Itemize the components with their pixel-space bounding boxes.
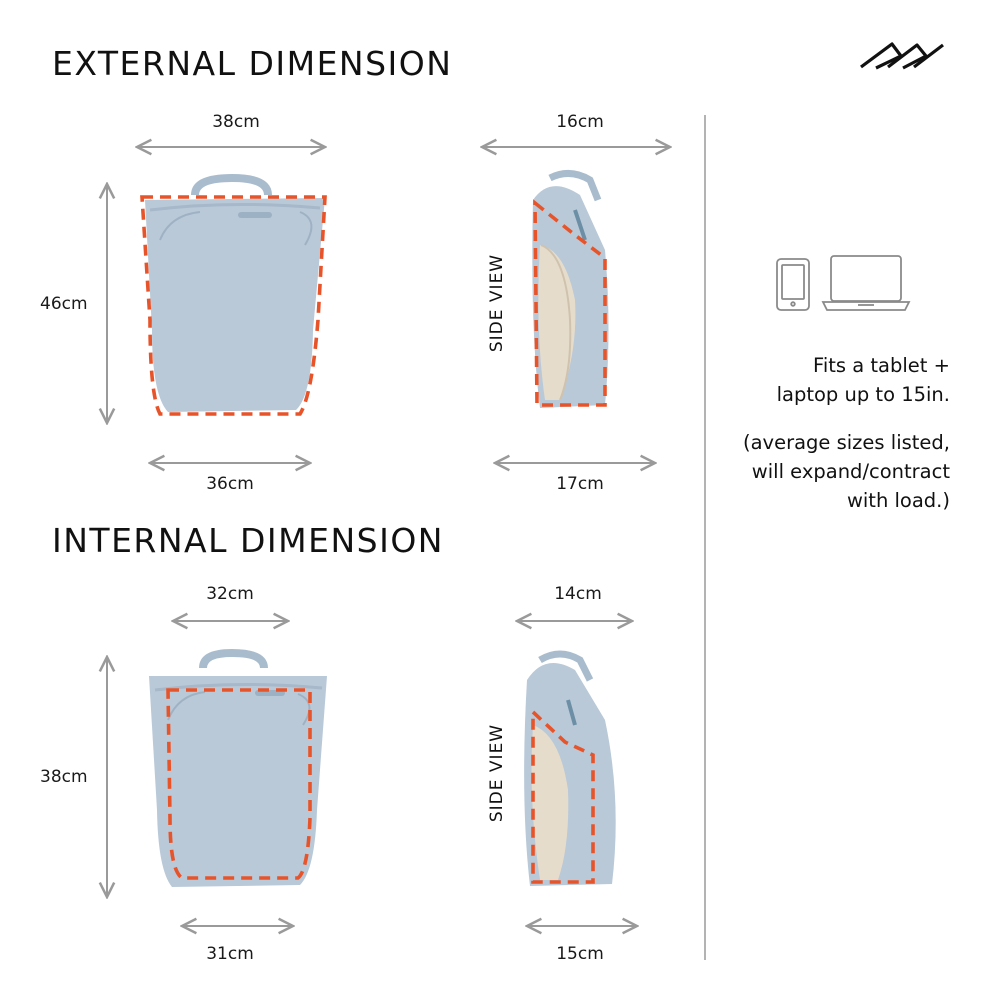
backpack-side-image-internal (524, 650, 616, 886)
external-front-bottom-width: 36cm (206, 474, 254, 494)
note-line-1: (average sizes listed, (742, 431, 950, 454)
backpack-front-image (145, 173, 325, 412)
external-front-height: 46cm (40, 294, 88, 314)
external-side-view-label: SIDE VIEW (487, 253, 508, 353)
laptop-icon (821, 255, 911, 311)
internal-side-top-depth: 14cm (554, 584, 602, 604)
backpack-side-image (532, 170, 609, 408)
internal-front-height: 38cm (40, 767, 88, 787)
external-front-top-width: 38cm (212, 112, 260, 132)
external-side-outline (533, 199, 607, 407)
backpack-front-image-internal (149, 648, 327, 887)
fits-line-1: Fits a tablet + (813, 354, 950, 377)
brand-logo-icon (860, 42, 944, 70)
fits-line-2: laptop up to 15in. (776, 383, 950, 406)
external-side-top-depth: 16cm (556, 112, 604, 132)
internal-side-bottom-depth: 15cm (556, 944, 604, 964)
internal-side-view-label: SIDE VIEW (487, 723, 508, 823)
internal-front-bottom-width: 31cm (206, 944, 254, 964)
size-note: (average sizes listed, will expand/contr… (690, 428, 950, 515)
fits-description: Fits a tablet + laptop up to 15in. (690, 351, 950, 409)
tablet-icon (776, 258, 810, 311)
external-dimension-heading: EXTERNAL DIMENSION (52, 44, 453, 83)
internal-side-outline (531, 707, 595, 884)
external-side-bottom-depth: 17cm (556, 474, 604, 494)
internal-dimension-heading: INTERNAL DIMENSION (52, 521, 444, 560)
note-line-3: with load.) (846, 489, 950, 512)
external-front-outline (140, 195, 327, 416)
internal-front-outline (166, 688, 312, 880)
internal-front-top-width: 32cm (206, 584, 254, 604)
note-line-2: will expand/contract (751, 460, 950, 483)
